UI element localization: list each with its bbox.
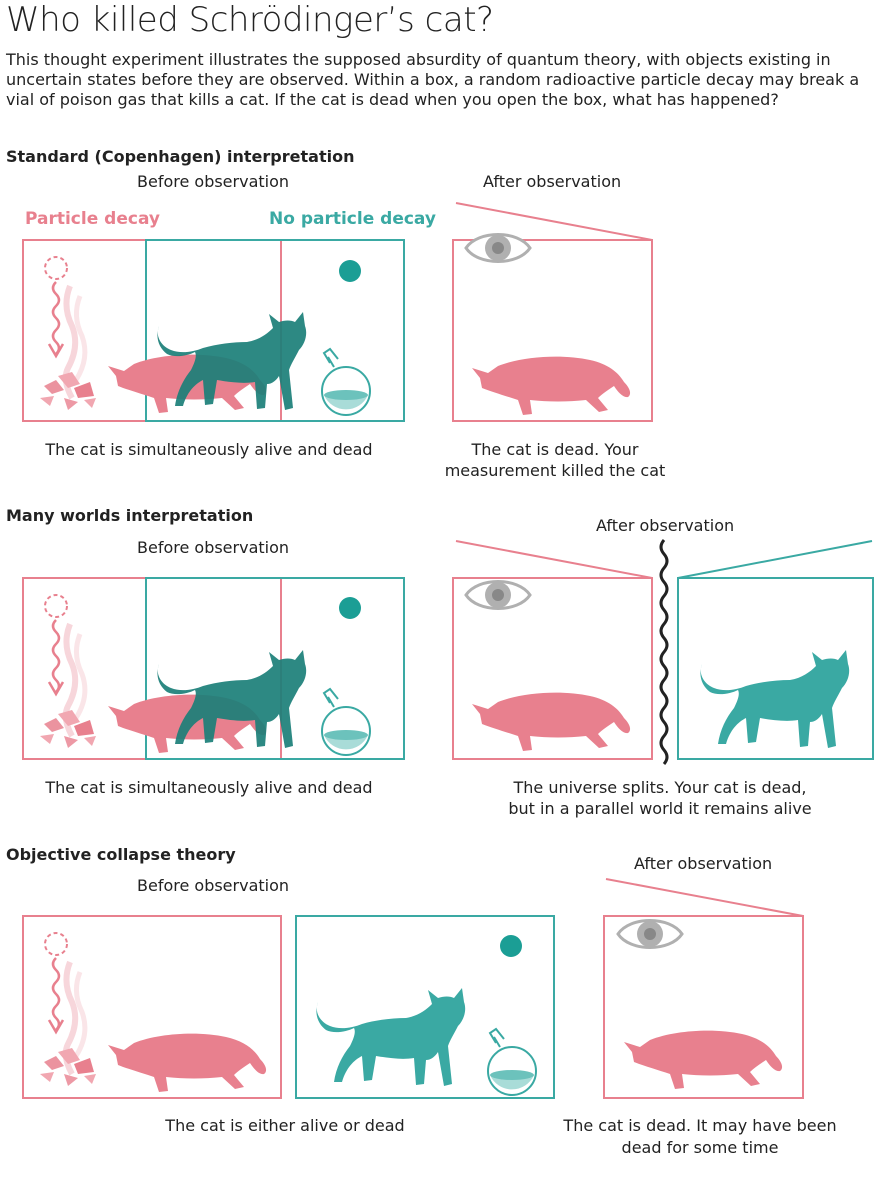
dead-box-objective-collapse — [22, 915, 282, 1099]
particle-decay-label: Particle decay — [25, 209, 160, 229]
before-caption: The cat is simultaneously alive and dead — [45, 778, 373, 797]
after-box-objective-collapse — [603, 878, 804, 1099]
eye-icon — [616, 919, 684, 949]
after-box-many-worlds-alive — [677, 540, 874, 760]
superposition-box-many-worlds — [22, 577, 405, 760]
after-caption-line-1: The universe splits. Your cat is dead, — [513, 778, 807, 797]
eye-icon — [464, 580, 532, 610]
after-caption-line-2: dead for some time — [621, 1138, 779, 1157]
alive-cat-icon — [316, 988, 466, 1086]
after-box-copenhagen — [452, 202, 653, 422]
universe-split-line — [659, 539, 669, 765]
superposition-box-copenhagen — [22, 239, 405, 422]
after-observation-label: After observation — [483, 172, 622, 191]
before-observation-label: Before observation — [137, 876, 290, 895]
intro-text: This thought experiment illustrates the … — [6, 50, 860, 109]
before-observation-label: Before observation — [137, 538, 290, 557]
flask-icon — [321, 688, 371, 756]
before-caption: The cat is either alive or dead — [165, 1116, 405, 1135]
no-particle-decay-label: No particle decay — [269, 209, 436, 229]
particle-icon — [339, 260, 361, 282]
after-caption-line-2: but in a parallel world it remains alive — [508, 799, 812, 818]
after-caption-line-1: The cat is dead. It may have been — [563, 1116, 837, 1135]
dead-cat-icon — [108, 1033, 267, 1092]
flask-icon — [487, 1028, 537, 1096]
alive-cat-icon — [700, 650, 850, 748]
after-box-many-worlds-dead — [452, 540, 653, 760]
eye-icon — [464, 233, 532, 263]
particle-icon — [339, 597, 361, 619]
before-observation-label: Before observation — [137, 172, 290, 191]
dead-cat-icon — [472, 692, 631, 751]
dead-cat-icon — [624, 1030, 783, 1089]
flask-icon — [321, 348, 371, 416]
section-heading-many-worlds: Many worlds interpretation — [6, 506, 254, 525]
before-caption: The cat is simultaneously alive and dead — [45, 440, 373, 459]
after-observation-label: After observation — [596, 516, 735, 535]
dead-cat-icon — [472, 356, 631, 415]
section-heading-objective-collapse: Objective collapse theory — [6, 845, 236, 864]
section-heading-copenhagen: Standard (Copenhagen) interpretation — [6, 147, 355, 166]
after-observation-label: After observation — [634, 854, 773, 873]
page-title: Who killed Schrödinger’s cat? — [6, 0, 494, 40]
alive-box-objective-collapse — [295, 915, 555, 1099]
particle-icon — [500, 935, 522, 957]
after-caption-line-1: The cat is dead. Your — [471, 440, 639, 459]
after-caption-line-2: measurement killed the cat — [444, 461, 666, 480]
